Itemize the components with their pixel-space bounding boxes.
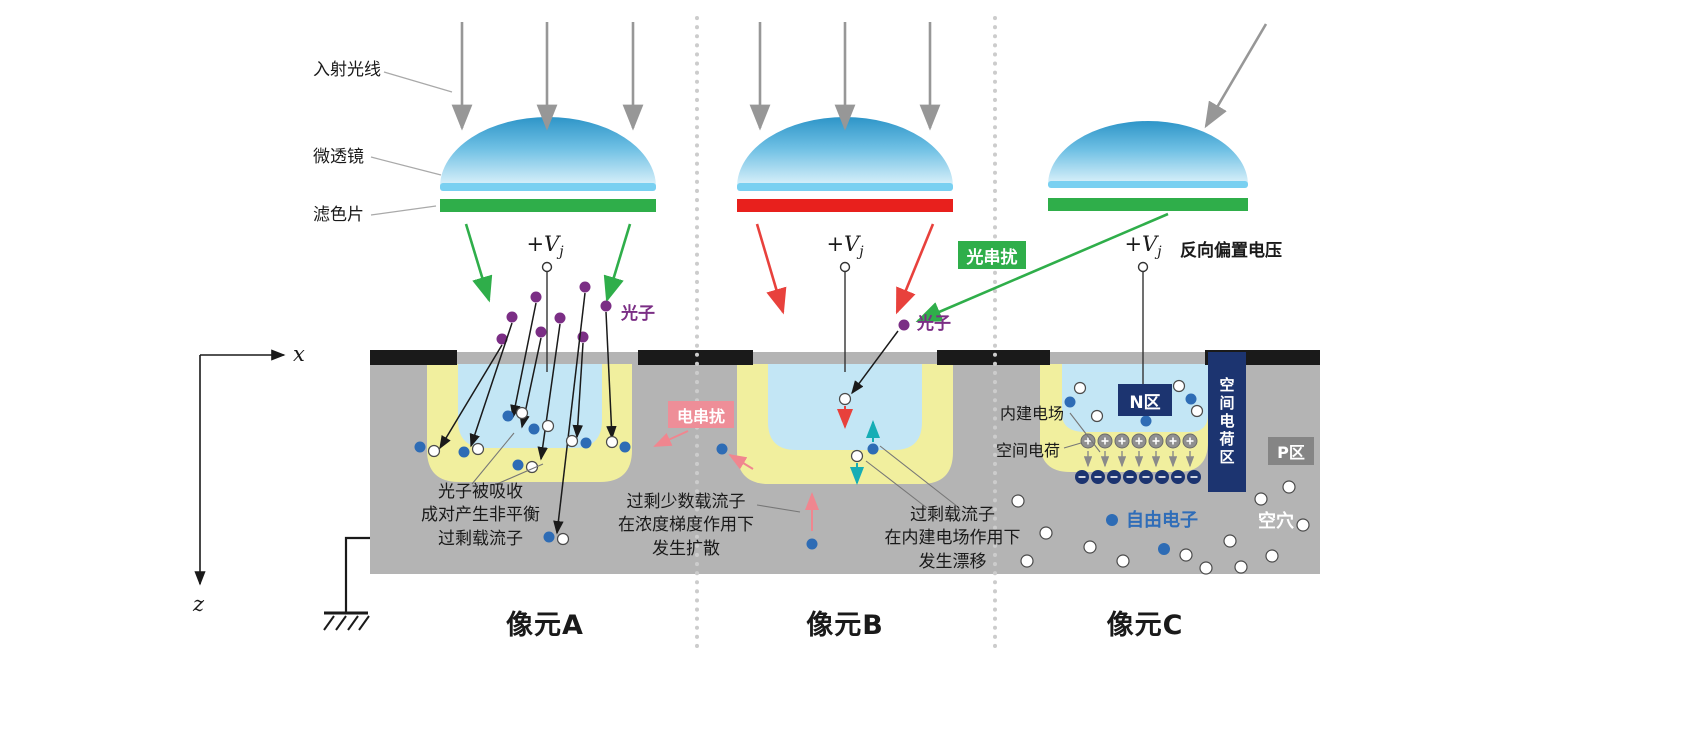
photon-label-b: 光子 — [917, 314, 951, 334]
bias-c-sub: j — [1157, 244, 1162, 261]
electron-hole-pairs-pixel-a — [414, 406, 631, 546]
incident-light-label: 入射光线 — [313, 60, 381, 80]
bias-a-sub: j — [559, 244, 564, 261]
reverse-bias-label: 反向偏置电压 — [1180, 241, 1282, 261]
stray-electron-between-a-b — [716, 443, 728, 455]
bias-voltage-c: +Vj — [1124, 232, 1161, 261]
microlens-label: 微透镜 — [313, 147, 364, 167]
p-region-free-electrons — [1106, 514, 1170, 555]
space-charge-plus-row — [1080, 433, 1198, 449]
bias-electrodes — [541, 261, 1149, 384]
optical-crosstalk-ray — [915, 212, 1169, 323]
microlens-c — [1048, 121, 1248, 188]
diffusing-electron-under-b — [806, 538, 818, 550]
metal-shield — [370, 350, 1320, 365]
filtered-light-arrows — [464, 223, 935, 315]
bias-c-main: +V — [1124, 232, 1158, 256]
hole-label: 空穴 — [1258, 511, 1294, 532]
bias-b-sub: j — [859, 244, 864, 261]
p-region-holes — [1011, 480, 1310, 575]
diffusion-annotation: 过剩少数载流子 在浓度梯度作用下 发生扩散 — [618, 492, 754, 559]
incident-light-arrows — [451, 22, 1268, 131]
coordinate-axes — [194, 349, 286, 586]
label-pointer-lines — [370, 71, 453, 216]
p-region-badge: P区 — [1268, 437, 1314, 465]
absorption-annotation: 光子被吸收 成对产生非平衡 过剩载流子 — [421, 482, 540, 549]
bias-voltage-b: +Vj — [826, 232, 863, 261]
color-filter-label: 滤色片 — [313, 205, 364, 225]
built-in-field-label: 内建电场 — [1000, 404, 1065, 423]
pixel-c-wells — [1040, 364, 1208, 472]
microlens-a — [440, 117, 656, 191]
free-electron-label: 自由电子 — [1126, 510, 1198, 531]
annotation-pointer-lines — [471, 412, 1101, 513]
n-region-badge: N区 — [1118, 384, 1172, 416]
built-in-field-arrows — [1083, 451, 1195, 468]
space-charge-region-label: 空间电荷区 — [1208, 352, 1246, 492]
photon-absorption-arrows — [439, 292, 617, 535]
pixel-b-carriers — [837, 319, 910, 485]
color-filter-b-red — [737, 199, 953, 212]
bias-b-main: +V — [826, 232, 860, 256]
electrical-crosstalk-badge: 电串扰 — [668, 401, 734, 428]
space-charge-label: 空间电荷 — [996, 441, 1061, 460]
photon-label-a: 光子 — [621, 304, 655, 324]
ground-symbol — [323, 536, 370, 631]
photon-dots-pixel-a — [496, 281, 612, 345]
axis-x-label: x — [293, 342, 305, 366]
bias-a-main: +V — [526, 232, 560, 256]
bias-voltage-a: +Vj — [526, 232, 563, 261]
axis-z-label: z — [193, 592, 205, 616]
pixel-c-label: 像元C — [1106, 610, 1184, 641]
electrical-crosstalk-arrows — [653, 430, 819, 531]
color-filter-a-green — [440, 199, 656, 212]
space-charge-minus-row — [1075, 470, 1201, 484]
pixel-a-label: 像元A — [506, 610, 584, 641]
pixel-c-depletion-carriers — [1064, 379, 1204, 427]
microlens-b — [737, 117, 953, 191]
optical-crosstalk-badge: 光串扰 — [958, 241, 1026, 269]
color-filter-c-green — [1048, 198, 1248, 211]
drift-annotation: 过剩载流子 在内建电场作用下 发生漂移 — [884, 505, 1021, 572]
pixel-b-label: 像元B — [806, 610, 884, 641]
